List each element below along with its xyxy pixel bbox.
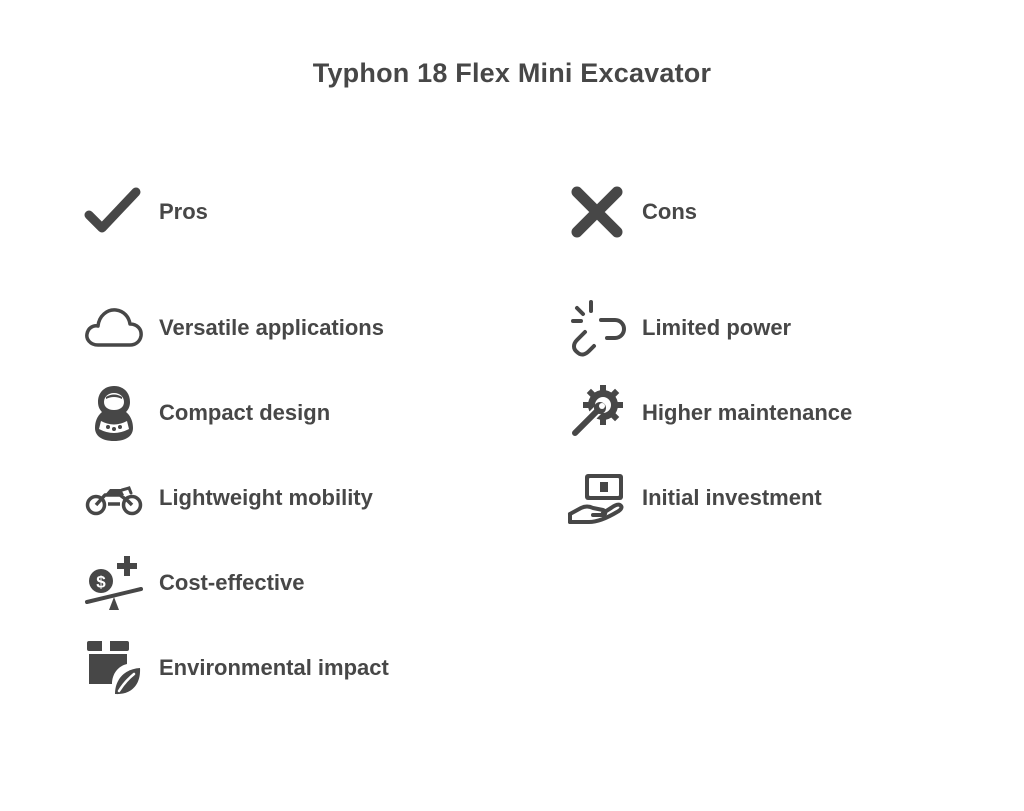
pros-item-label: Environmental impact bbox=[159, 655, 389, 680]
cons-header: Cons bbox=[567, 182, 697, 242]
cons-item-label: Higher maintenance bbox=[642, 400, 853, 425]
svg-text:$: $ bbox=[96, 573, 106, 592]
cons-item-limited-power: Limited power bbox=[567, 298, 791, 358]
cons-header-label: Cons bbox=[642, 199, 697, 224]
cost-balance-icon: $ bbox=[84, 553, 144, 613]
checkmark-icon bbox=[84, 182, 144, 242]
pros-item-compact-design: Compact design bbox=[84, 383, 330, 443]
page-title: Typhon 18 Flex Mini Excavator bbox=[312, 58, 712, 88]
gear-wrench-icon bbox=[567, 383, 627, 443]
x-mark-icon bbox=[567, 182, 627, 242]
pros-item-versatile-applications: Versatile applications bbox=[84, 298, 384, 358]
broken-link-icon bbox=[567, 298, 627, 358]
cons-item-initial-investment: Initial investment bbox=[567, 468, 822, 528]
pros-header: Pros bbox=[84, 182, 208, 242]
pros-header-label: Pros bbox=[159, 199, 208, 224]
eco-box-icon bbox=[84, 638, 144, 698]
pros-item-label: Versatile applications bbox=[159, 315, 384, 340]
pros-item-label: Lightweight mobility bbox=[159, 485, 373, 510]
cons-item-label: Initial investment bbox=[642, 485, 822, 510]
motorcycle-icon bbox=[84, 468, 144, 528]
pros-item-label: Compact design bbox=[159, 400, 331, 425]
cons-item-label: Limited power bbox=[642, 315, 792, 340]
pros-item-lightweight-mobility: Lightweight mobility bbox=[84, 468, 373, 528]
nesting-doll-icon bbox=[84, 383, 144, 443]
pros-item-cost-effective: $ Cost-effective bbox=[84, 553, 304, 613]
cloud-icon bbox=[84, 298, 144, 358]
hand-money-icon bbox=[567, 468, 627, 528]
pros-item-environmental-impact: Environmental impact bbox=[84, 638, 389, 698]
pros-item-label: Cost-effective bbox=[159, 570, 305, 595]
cons-item-higher-maintenance: Higher maintenance bbox=[567, 383, 852, 443]
